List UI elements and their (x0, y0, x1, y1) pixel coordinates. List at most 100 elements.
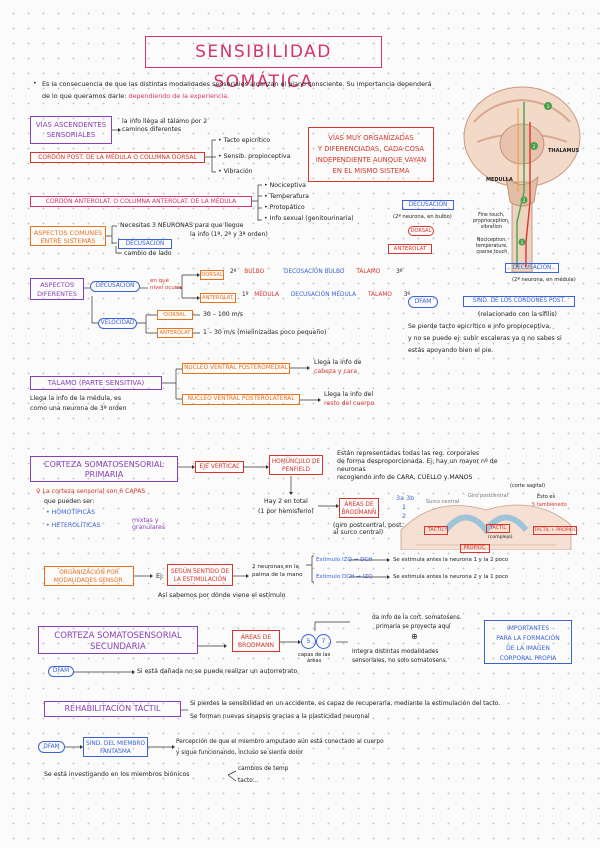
fantasma-text2: y sigue funcionando, incluso se siente d… (176, 750, 304, 756)
dfam-cordones-text2: y no se puede ej: subir escaleras ya q n… (408, 335, 562, 342)
post-item-2: • Sensib. propioceptiva (218, 153, 291, 160)
sec-capas-2: áreas (307, 658, 322, 664)
cordon-anterolateral-box: CORDÓN ANTEROLAT. O COLUMNA ANTEROLAT. D… (30, 196, 252, 207)
homotipicas-text: HOMOTÍPICAS (51, 509, 95, 516)
col-line2: palma de la mano (252, 572, 303, 578)
noci-line2: temperature, (476, 244, 508, 249)
fine-touch-label: Fine touch, proprioception, vibration (473, 213, 509, 231)
fine-line2: proprioception, (473, 219, 510, 224)
brodmann-line2: BRODMANN (341, 510, 377, 516)
sec-line1: CORTEZA SOMATOSENSORIAL (54, 631, 182, 641)
af-medula: MÉDULA (254, 292, 279, 298)
sec-capas-1: capas de las (298, 652, 331, 658)
comunes-decusacion-box: DECUSACIÓN (118, 239, 172, 249)
diferentes-line1: ASPECTOS (40, 281, 74, 289)
n1-note2: cabeza y cara (314, 368, 358, 375)
fine-line1: Fine touch, (478, 213, 505, 218)
imp-1: IMPORTANTES (506, 625, 550, 632)
sec-capas: capas de las áreas (298, 652, 330, 664)
post-item-1-text: Tacto epicrítico (223, 137, 271, 144)
ant-item-4: • Info sexual (genitourinaria) (264, 215, 354, 222)
fantasma-text1: Percepción de que el miembro amputado aú… (176, 739, 384, 745)
talamo-note1: Llega la info de la médula, es (30, 395, 122, 402)
diferentes-decusacion-box: DECUSACIÓN (90, 281, 140, 292)
n2-note1: Llega la info del (324, 391, 374, 398)
svg-text:3: 3 (547, 104, 550, 109)
hay-2b: (1 por hemisferio) (258, 508, 314, 515)
n2-note2: resto del cuerpo (324, 400, 375, 407)
heterotipicas: • HETEROLÍTICAS (46, 522, 101, 529)
area5-note2: 5 tambiénedo (532, 502, 567, 508)
af-3: 3º (403, 292, 411, 298)
asi-sabemos: Así sabemos por dónde viene el estímulo (158, 592, 286, 599)
sec-info2: primaria se proyecta aquí (376, 624, 451, 630)
propioc-box: PROPIOC. (460, 544, 490, 553)
post-item-3-text: Vibración (223, 168, 253, 175)
post-item-2-text: Sensib. propioceptiva (223, 153, 291, 160)
intro-emphasis: dependiendo de la experiencia. (128, 92, 230, 100)
hay-2: Hay 2 en total (264, 498, 308, 505)
df-bulbo: BULBO (244, 269, 265, 275)
giro-note: (giro postcentral, post. al surco centra… (333, 522, 403, 536)
repr-line1: Están representadas todas las reg. corpo… (337, 450, 480, 457)
bionicos-text: Se está investigando en los miembros bió… (44, 771, 190, 778)
thalamus-label: THALAMUS (548, 148, 580, 154)
decus-where: en qué nivel ocurre (150, 278, 183, 292)
aspectos-comunes-box: ASPECTOS COMUNES ENTRE SISTEMAS (30, 226, 106, 246)
primaria-line2: PRIMARIA (84, 470, 124, 479)
dif-antero-box: ANTEROLAT. (200, 293, 236, 303)
brodmann-line1: ÁREAS DE (344, 502, 374, 508)
eje-vertical-box: EJE VERTICAL (195, 461, 244, 473)
df-1: 2º (230, 269, 237, 275)
comunes-neurons2: la info (1ª, 2ª y 3ª orden) (190, 231, 268, 238)
imp-2: PARA LA FORMACIÓN (496, 635, 560, 642)
org-line1: ORGANIZACIÓN POR (59, 570, 119, 576)
corte-sagital: (corte sagital) (510, 483, 546, 489)
sec-brodmann-1: ÁREAS DE (240, 634, 272, 641)
het-note-1: mixtas y (132, 517, 159, 524)
sec-info1: da info de la cort. somatosens. (372, 615, 462, 621)
fantasma-box: SÍND. DEL MIEMBRO FANTASMA (83, 737, 148, 757)
dfam-cordones-badge: DFAM (408, 296, 438, 308)
sec-integra2: sensoriales, no solo somatosens. (352, 658, 448, 664)
sec-line2: SECUNDARIA (90, 642, 146, 652)
het-note: mixtas y granulares (132, 517, 165, 531)
segun-line2: LA ESTIMULACIÓN (173, 577, 227, 583)
primaria-line1: CORTEZA SOMATOSENSORIAL (44, 460, 164, 469)
organized-line2: Y DIFERENCIADAS, CADA COSA (317, 145, 425, 153)
ascendentes-note1: la info llega al tálamo por 2 (122, 118, 208, 125)
plus-icon: ⊕ (411, 632, 418, 641)
dfam-cordones-sub: (relacionado con la sífilis) (478, 311, 557, 318)
fantasma-line1: SÍND. DEL MIEMBRO (85, 741, 146, 747)
ant-item-2-text: Temperatura (269, 193, 309, 200)
comunes-neurons: Necesitas 3 NEURONAS para que llegue (120, 222, 244, 229)
df-decus: DECUSACIÓN BULBO (284, 269, 345, 275)
talamo-note2: como una neurona de 3ª orden (30, 405, 127, 412)
dorsal-label-brain: DORSAL (408, 226, 434, 236)
comunes-line2: ENTRE SISTEMAS (40, 237, 96, 245)
areas-brodmann-box: ÁREAS DE BRODMANN (339, 498, 379, 518)
af-talamo: TÁLAMO (367, 292, 392, 298)
ant-item-3: • Protopático (264, 204, 305, 211)
section-divider (20, 432, 580, 433)
est1: Estímulo IZQ → DCH (316, 557, 373, 563)
velocidad-box: VELOCIDAD (98, 318, 137, 329)
imp-3: DE LA IMAGEN (506, 645, 550, 652)
talamo-box: TÁLAMO (PARTE SENSITIVA) (30, 376, 162, 390)
est1-note: Se estimula antes la neurona 1 y la 2 po… (393, 557, 509, 563)
fantasma-dfam-badge: DFAM (38, 741, 65, 753)
rehab-line2: Se forman nuevas sinapsis gracias a la p… (190, 713, 370, 720)
svg-text:1: 1 (521, 240, 524, 245)
df-3: 3º (396, 269, 403, 275)
vel-dorsal-box: DORSAL (157, 310, 193, 320)
repr-line3: recogiendo info de CARA, CUELLO y MANOS (337, 474, 473, 481)
rehab-line1: Si pierdes la sensibilidad en un acciden… (190, 700, 501, 707)
imp-4: CORPORAL PROPIA (499, 655, 557, 662)
nucleo-posteromedial-box: NÚCLEO VENTRAL POSTEROMEDIAL (182, 363, 290, 374)
decusacion-medula-box: DECUSACIÓN (505, 263, 559, 273)
ant-item-3-text: Protopático (269, 204, 305, 211)
dorsal-flow: 2º BULBO DECUSACIÓN BULBO TÁLAMO 3º (230, 268, 403, 276)
dfam-cordones-text1: Se pierde tacto epicrítico e info propio… (408, 323, 552, 330)
repr-line2: de forma desproporcionada. Ej: hay un ma… (337, 458, 498, 473)
